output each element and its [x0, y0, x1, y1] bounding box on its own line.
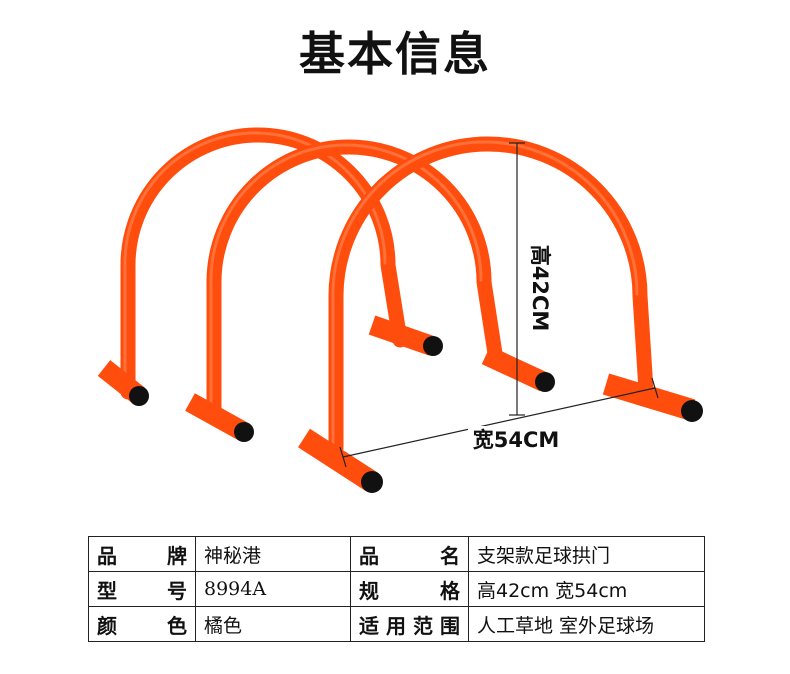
- spec-table: 品 牌 神秘港 品 名 支架款足球拱门 型 号 8994A 规 格 高42cm …: [88, 536, 705, 642]
- table-row: 品 牌 神秘港 品 名 支架款足球拱门: [88, 536, 705, 572]
- arch-1: [97, 127, 443, 406]
- spec-value-model: 8994A: [195, 571, 351, 607]
- arch-2: [185, 139, 555, 442]
- spec-label-usage: 适用范围: [350, 606, 469, 642]
- height-label: 高42CM: [528, 245, 552, 332]
- spec-value-product-name: 支架款足球拱门: [468, 536, 705, 572]
- height-dimension: 高42CM: [509, 142, 552, 416]
- spec-value-color: 橘色: [195, 606, 351, 642]
- spec-value-brand: 神秘港: [195, 536, 351, 572]
- width-label: 宽54CM: [473, 428, 560, 452]
- spec-label-product-name: 品 名: [350, 536, 469, 572]
- arch-3: [298, 136, 703, 493]
- page-title: 基本信息: [299, 27, 491, 81]
- table-row: 颜 色 橘色 适用范围 人工草地 室外足球场: [88, 606, 705, 642]
- spec-label-brand: 品 牌: [88, 536, 196, 572]
- table-row: 型 号 8994A 规 格 高42cm 宽54cm: [88, 571, 705, 607]
- spec-value-size: 高42cm 宽54cm: [468, 571, 705, 607]
- spec-label-size: 规 格: [350, 571, 469, 607]
- spec-value-usage: 人工草地 室外足球场: [468, 606, 705, 642]
- width-dimension: 宽54CM: [339, 377, 659, 468]
- spec-label-color: 颜 色: [88, 606, 196, 642]
- product-image-football-arches: 高42CM 宽54CM: [97, 127, 703, 493]
- spec-label-model: 型 号: [88, 571, 196, 607]
